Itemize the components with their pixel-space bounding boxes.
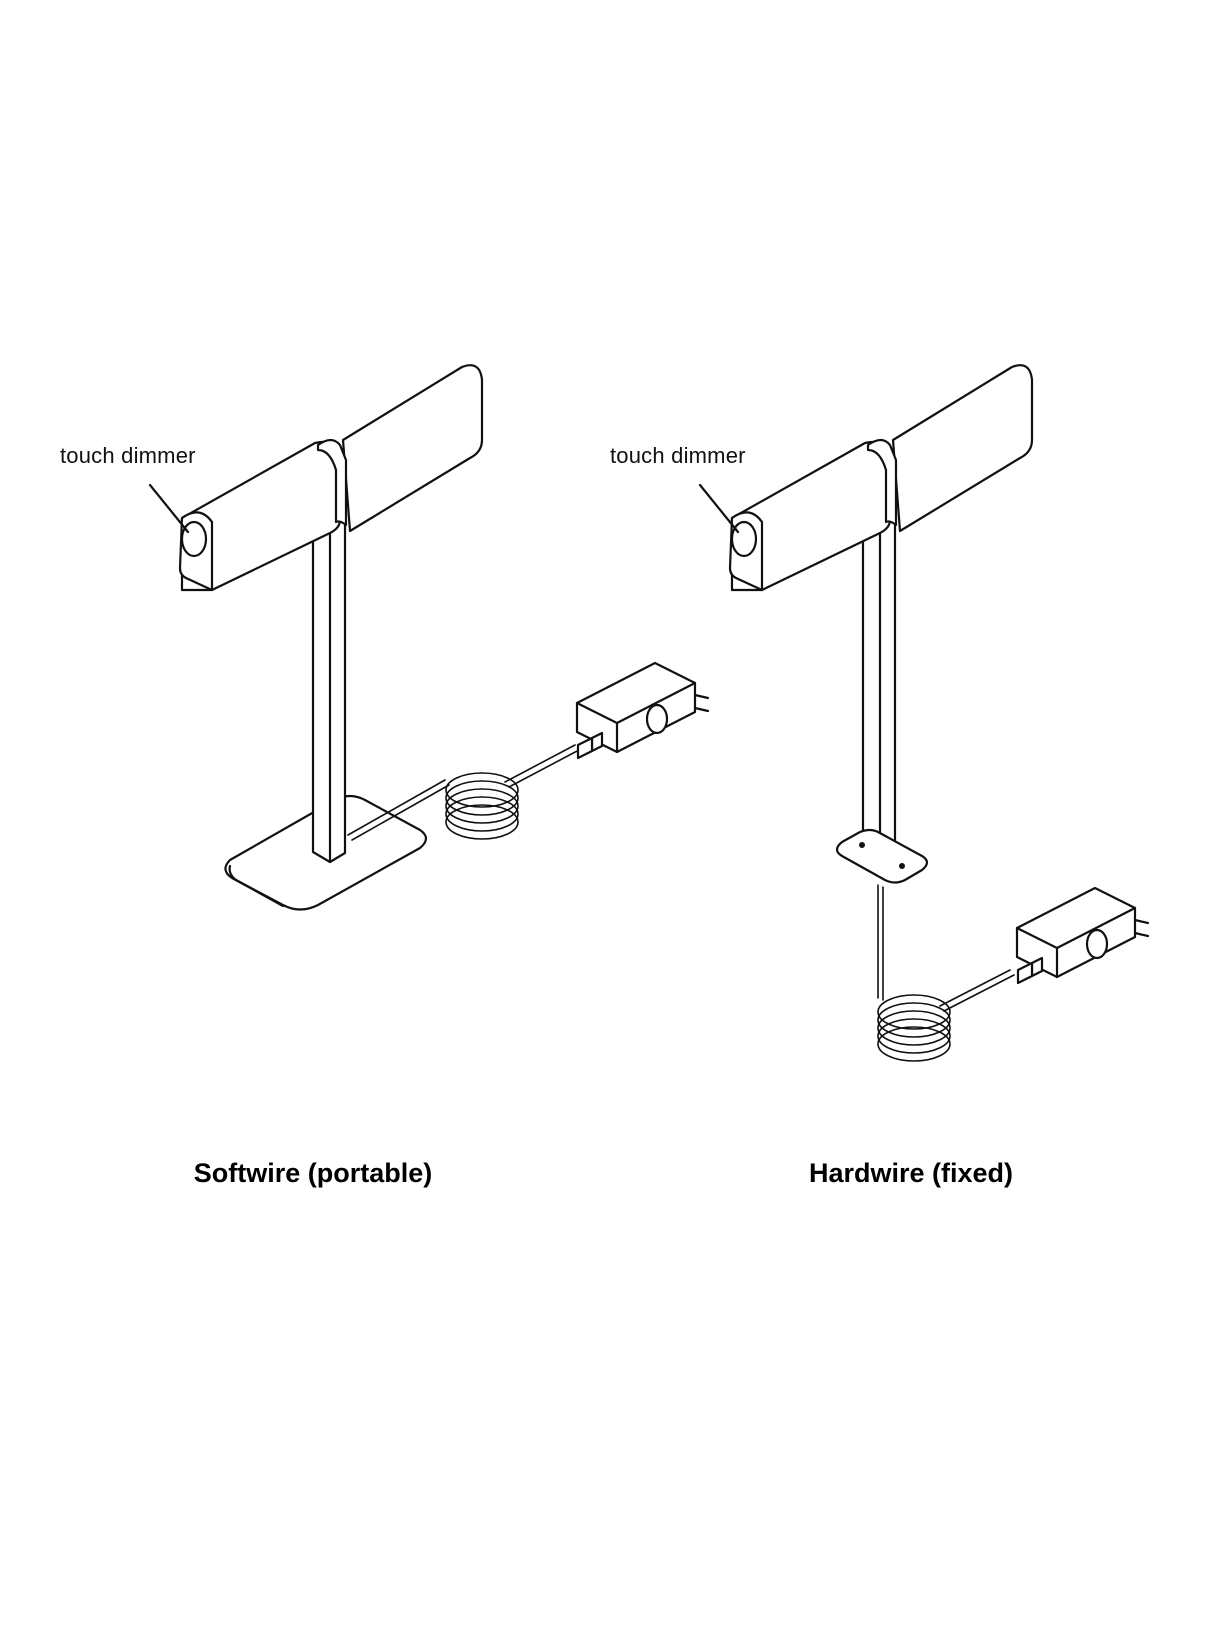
- touch-dimmer-label-left: touch dimmer: [60, 443, 196, 468]
- hardwire-lamp: [728, 364, 1150, 1062]
- power-adapter: [575, 661, 710, 760]
- cable-coil: [877, 994, 951, 1062]
- softwire-caption: Softwire (portable): [193, 1158, 433, 1188]
- cable-coil: [445, 772, 519, 840]
- power-adapter: [1015, 886, 1150, 985]
- mounting-plate: [835, 828, 929, 884]
- dimmer-pointer-right: [698, 483, 740, 534]
- hardwire-caption: Hardwire (fixed): [808, 1158, 1014, 1188]
- touch-dimmer-label-right: touch dimmer: [610, 443, 746, 468]
- dimmer-pointer-left: [148, 483, 190, 534]
- softwire-lamp: [178, 364, 710, 911]
